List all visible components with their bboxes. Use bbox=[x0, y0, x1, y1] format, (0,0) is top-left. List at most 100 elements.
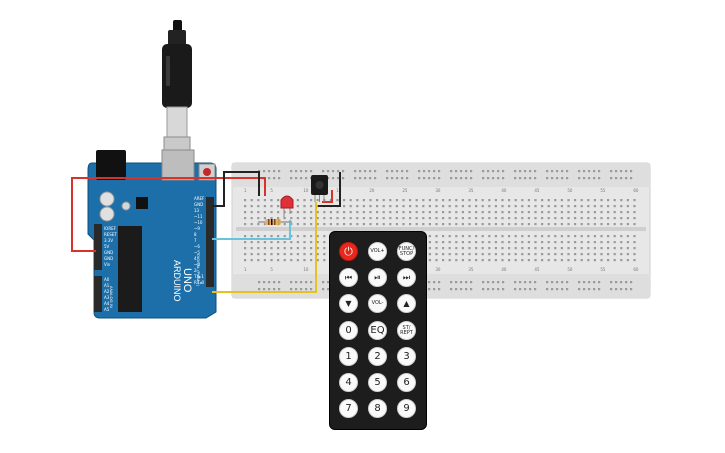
remote-seven-button[interactable]: 7 bbox=[339, 399, 358, 418]
analog-pin-label: A4 bbox=[104, 301, 110, 306]
remote-one-button[interactable]: 1 bbox=[339, 347, 358, 366]
remote-play-pause-button[interactable]: ⏯ bbox=[368, 268, 387, 287]
breadboard-column-number: 60 bbox=[633, 267, 639, 272]
wire-cyan-pin11[interactable] bbox=[212, 220, 291, 240]
remote-down-button[interactable]: ▼ bbox=[339, 294, 358, 313]
remote-eq-button[interactable]: EQ bbox=[368, 321, 387, 340]
breadboard-column-number: 5 bbox=[270, 267, 273, 272]
wire-yellow-pin2[interactable] bbox=[212, 202, 317, 293]
remote-four-button[interactable]: 4 bbox=[339, 373, 358, 392]
arduino-board-name: UNO bbox=[181, 268, 193, 293]
remote-zero-button[interactable]: 0 bbox=[339, 321, 358, 340]
remote-vol-plus-button[interactable]: VOL+ bbox=[368, 242, 387, 261]
digital-label: DIGITAL (PWM ~) bbox=[196, 254, 201, 287]
breadboard-column-number: 55 bbox=[600, 267, 606, 272]
breadboard-column-number: 40 bbox=[501, 267, 507, 272]
breadboard-column-number: 5 bbox=[270, 188, 273, 193]
remote-three-button[interactable]: 3 bbox=[397, 347, 416, 366]
breadboard-column-number: 1 bbox=[244, 267, 247, 272]
digital-pin-label: ~11 bbox=[194, 214, 203, 219]
wire-black-ir-gnd[interactable] bbox=[318, 172, 341, 207]
power-pin-label: 5V bbox=[104, 244, 110, 249]
remote-func-stop-button[interactable]: FUNC/ STOP bbox=[397, 242, 416, 261]
breadboard[interactable]: 1155101015152020252530303535404045455050… bbox=[231, 162, 651, 299]
wire-red-5v[interactable] bbox=[71, 177, 266, 252]
remote-six-button[interactable]: 6 bbox=[397, 373, 416, 392]
breadboard-column-number: 20 bbox=[369, 188, 375, 193]
digital-pin-label: 4 bbox=[194, 256, 197, 261]
breadboard-column-number: 40 bbox=[501, 188, 507, 193]
red-led[interactable] bbox=[280, 195, 294, 218]
breadboard-column-numbers: 1155101015152020252530303535404045455050… bbox=[244, 188, 639, 272]
power-header[interactable] bbox=[94, 224, 102, 270]
breadboard-column-number: 10 bbox=[303, 188, 309, 193]
usb-cable[interactable] bbox=[162, 20, 192, 166]
digital-pin-label: 8 bbox=[194, 232, 197, 237]
breadboard-column-number: 60 bbox=[633, 188, 639, 193]
remote-next-button[interactable]: ⏭ bbox=[397, 268, 416, 287]
digital-pin-label: TX▸1 bbox=[193, 274, 204, 279]
capacitor-2 bbox=[99, 206, 115, 222]
remote-prev-button[interactable]: ⏮ bbox=[339, 268, 358, 287]
wire-black-gnd[interactable] bbox=[212, 171, 260, 207]
digital-pin-label: ~9 bbox=[194, 226, 200, 231]
remote-five-button[interactable]: 5 bbox=[368, 373, 387, 392]
breadboard-column-number: 45 bbox=[534, 188, 540, 193]
arduino-brand: ARDUINO bbox=[172, 260, 182, 302]
power-pin-label: GND bbox=[104, 250, 113, 255]
digital-pin-label: RX◂0 bbox=[194, 280, 205, 285]
analog-pin-label: A5 bbox=[104, 307, 110, 312]
power-pin-label: RESET bbox=[104, 232, 117, 237]
breadboard-column-number: 55 bbox=[600, 188, 606, 193]
usb-port bbox=[161, 149, 195, 181]
breadboard-column-number: 25 bbox=[402, 188, 408, 193]
reset-button-cap[interactable] bbox=[203, 168, 211, 176]
digital-pin-label: GND bbox=[194, 202, 203, 207]
digital-pin-label: 2 bbox=[194, 268, 197, 273]
digital-header[interactable] bbox=[206, 197, 214, 287]
remote-eight-button[interactable]: 8 bbox=[368, 399, 387, 418]
analog-pin-label: A2 bbox=[104, 289, 110, 294]
digital-pin-label: ~6 bbox=[194, 244, 200, 249]
remote-vol-minus-button[interactable]: VOL- bbox=[368, 294, 387, 313]
power-pin-label: Vin bbox=[104, 262, 111, 267]
analog-pin-label: A0 bbox=[104, 277, 110, 282]
breadboard-column-number: 50 bbox=[567, 267, 573, 272]
digital-pin-label: AREF bbox=[194, 196, 205, 201]
remote-st-rept-button[interactable]: ST/ REPT bbox=[397, 321, 416, 340]
power-pin-label: IOREF bbox=[104, 226, 117, 231]
analog-in-label: ANALOG IN bbox=[109, 286, 114, 308]
breadboard-column-number: 35 bbox=[468, 267, 474, 272]
remote-two-button[interactable]: 2 bbox=[368, 347, 387, 366]
breadboard-column-number: 1 bbox=[244, 188, 247, 193]
digital-pin-label: ~5 bbox=[194, 250, 200, 255]
usb-chip bbox=[136, 197, 148, 209]
breadboard-column-number: 30 bbox=[435, 267, 441, 272]
remote-up-button[interactable]: ▲ bbox=[397, 294, 416, 313]
remote-power-button[interactable]: ⏻ bbox=[339, 242, 358, 261]
analog-header[interactable] bbox=[94, 276, 102, 312]
arduino-uno-board[interactable]: ARDUINO UNO DIGITAL (PWM ~) ANALOG IN AR… bbox=[87, 149, 217, 319]
atmega-chip bbox=[118, 226, 142, 312]
wires[interactable] bbox=[71, 171, 341, 293]
ir-receiver[interactable] bbox=[311, 175, 328, 202]
breadboard-column-number: 10 bbox=[303, 267, 309, 272]
breadboard-column-number: 50 bbox=[567, 188, 573, 193]
resistor[interactable] bbox=[258, 219, 292, 225]
crystal bbox=[121, 201, 131, 211]
digital-pin-label: 7 bbox=[194, 238, 197, 243]
power-pin-label: GND bbox=[104, 256, 113, 261]
breadboard-column-number: 35 bbox=[468, 188, 474, 193]
digital-pin-label: ~3 bbox=[194, 262, 200, 267]
digital-pin-label: ~10 bbox=[194, 220, 203, 225]
capacitor-1 bbox=[99, 191, 115, 207]
power-jack bbox=[96, 150, 126, 180]
breadboard-column-number: 45 bbox=[534, 267, 540, 272]
wire-red-ir-vcc[interactable] bbox=[322, 190, 333, 203]
remote-nine-button[interactable]: 9 bbox=[397, 399, 416, 418]
digital-pin-label: 13 bbox=[194, 208, 200, 213]
